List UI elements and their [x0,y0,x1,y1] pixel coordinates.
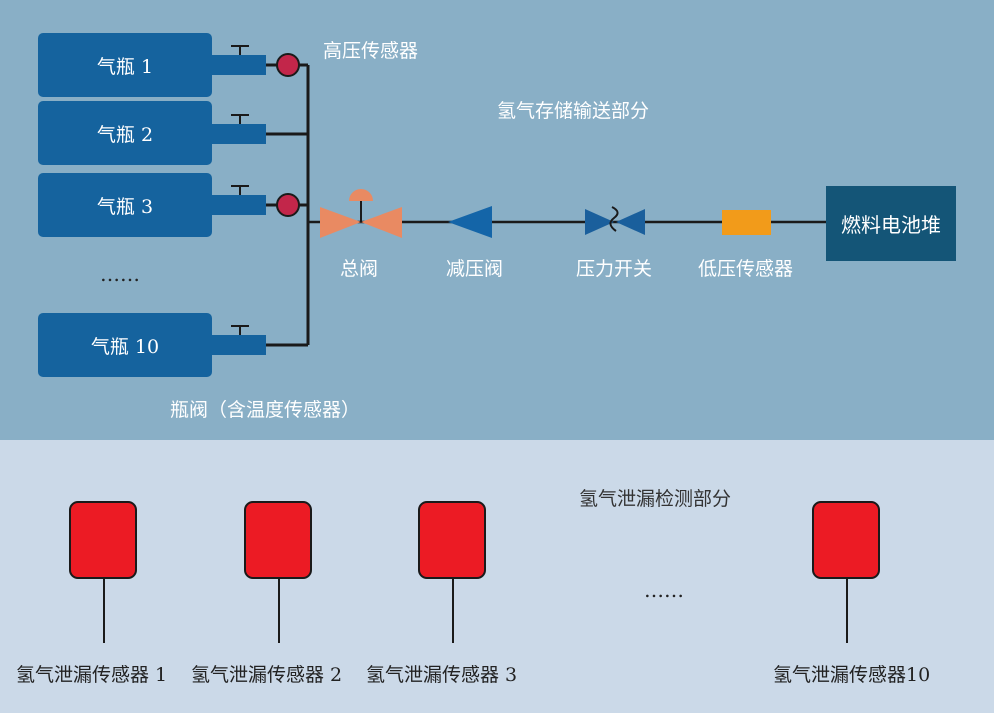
cylinder-1: 气瓶 1 [38,33,212,97]
high-pressure-sensor-1 [276,53,300,77]
cylinder-10: 气瓶 10 [38,313,212,377]
bottle-valve-10 [212,325,266,355]
leak-sensor-3-label: 氢气泄漏传感器 3 [366,664,518,686]
bottle-valve-2 [212,114,266,144]
cylinder-2: 气瓶 2 [38,101,212,165]
high-pressure-sensor-2 [276,193,300,217]
reducer-label: 减压阀 [446,258,504,280]
leak-sensor-2 [244,501,312,643]
bottle-valve-1 [212,45,266,75]
cylinder-ellipsis: …… [100,262,140,286]
pressure-switch-icon [585,206,645,235]
main-valve-icon [320,189,402,238]
high-pressure-sensor-label: 高压传感器 [323,40,419,62]
pressure-reducer-icon [448,206,492,238]
leak-sensor-1-label: 氢气泄漏传感器 1 [16,664,168,686]
leak-sensor-3 [418,501,486,643]
leak-sensor-2-label: 氢气泄漏传感器 2 [191,664,343,686]
low-pressure-sensor-icon [722,210,771,235]
leak-sensor-1 [69,501,137,643]
storage-title: 氢气存储输送部分 [497,100,650,122]
leak-sensor-10 [812,501,880,643]
leak-title: 氢气泄漏检测部分 [579,488,732,510]
leak-sensor-10-label: 氢气泄漏传感器10 [773,664,931,686]
cylinder-3: 气瓶 3 [38,173,212,237]
main-valve-label: 总阀 [340,258,379,280]
low-pressure-sensor-label: 低压传感器 [698,258,794,280]
bottle-valve-label: 瓶阀（含温度传感器） [170,399,361,421]
pressure-switch-label: 压力开关 [576,258,653,280]
bottle-valve-3 [212,185,266,215]
fuel-cell-stack: 燃料电池堆 [826,186,956,261]
leak-ellipsis: …… [644,578,684,602]
